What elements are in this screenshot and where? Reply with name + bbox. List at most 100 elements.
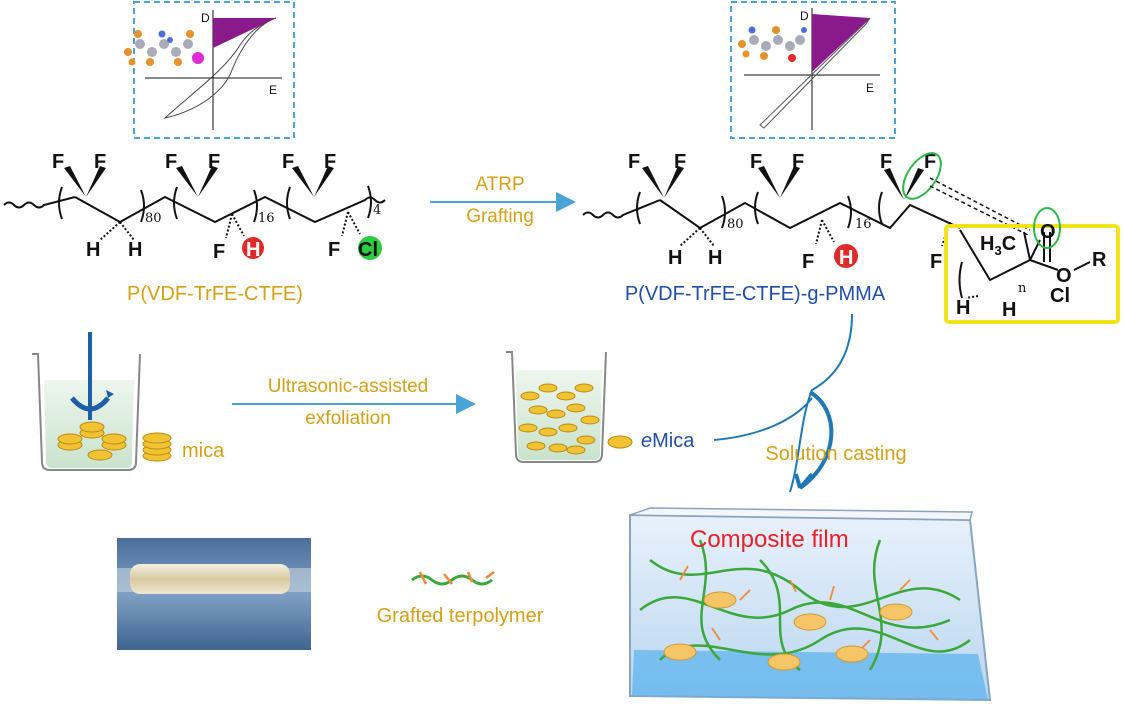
hash-bond: [225, 213, 233, 239]
d-axis-label: D: [800, 9, 809, 23]
polymer-to-casting-arrow: [789, 313, 853, 493]
emica-to-casting-arrow: [713, 397, 813, 441]
grafted-terpolymer-legend: Grafted terpolymer: [377, 571, 544, 627]
precursor-name: P(VDF-TrFE-CTFE): [127, 283, 303, 305]
bracket: [58, 186, 63, 220]
exfoliation-step: Ultrasonic-assisted exfoliation: [232, 376, 476, 429]
wedge-bond: [198, 166, 218, 197]
terpolymer-chain-icon: [411, 574, 493, 586]
step-label-atrp: ATRP: [475, 174, 524, 195]
dashed-interaction: [929, 177, 1031, 231]
bracket: [847, 195, 852, 229]
emica-beaker: eMica: [506, 351, 695, 463]
atom-h: H: [668, 247, 682, 269]
ester-bond: [1073, 261, 1091, 271]
atom-f: F: [792, 151, 804, 173]
e-axis-label: E: [269, 83, 277, 97]
wedge-bond: [780, 166, 800, 198]
hash-bond: [99, 221, 121, 241]
wedge-bond: [64, 166, 86, 197]
pmma-backbone: [959, 229, 1059, 282]
wedge-bond: [904, 168, 924, 200]
atom-f: F: [282, 151, 294, 173]
wedge-bond: [642, 166, 664, 198]
subscript-trfe: 16: [855, 217, 872, 232]
bracket: [636, 191, 641, 225]
green-circle-fluorine: [902, 152, 942, 200]
grafted-name: P(VDF-TrFE-CTFE)-g-PMMA: [625, 283, 886, 305]
wedge-bond: [86, 166, 106, 197]
emica-flake-icon: [607, 435, 633, 449]
atom-o: O: [1056, 265, 1072, 287]
wedge-bond: [292, 166, 314, 197]
wedge-bond: [664, 166, 684, 198]
hash-bond: [231, 213, 245, 237]
hysteresis-inset-left: D E: [124, 1, 295, 139]
inset-border: [730, 1, 896, 139]
atom-h: H: [128, 239, 142, 261]
atom-f: F: [628, 151, 640, 173]
atom-f: F: [52, 151, 64, 173]
subscript-ctfe: 4: [373, 203, 381, 218]
green-circle-oxygen: [1033, 207, 1061, 249]
atom-f: F: [213, 241, 225, 263]
mica-coins-icon: [57, 421, 127, 461]
casting-arrowhead-icon: [794, 390, 834, 490]
atom-f: F: [94, 151, 106, 173]
step-label-solution-casting: Solution casting: [765, 443, 906, 465]
atom-f: F: [924, 151, 936, 173]
hash-bond: [815, 219, 823, 245]
wedge-bond: [176, 166, 198, 197]
beaker-outline: [32, 353, 141, 471]
rolled-film: [130, 564, 290, 594]
emica-flakes: [518, 383, 600, 455]
atom-f: F: [674, 151, 686, 173]
atom-f: F: [165, 151, 177, 173]
bracket: [173, 186, 178, 220]
atom-h: H: [956, 297, 970, 319]
atom-f: F: [208, 151, 220, 173]
mica-flakes-in-film: [663, 591, 913, 671]
atom-h: H: [708, 247, 722, 269]
precursor-structure: F F H H 80 F F F H 16 F F F Cl 4 P(VDF-T…: [3, 151, 386, 305]
mica-beaker: mica: [32, 332, 225, 471]
casting-arrows: Solution casting: [713, 313, 907, 493]
film-photograph: [117, 538, 311, 650]
hash-bond: [699, 227, 715, 247]
e-axis-label: E: [866, 81, 874, 95]
subscript-trfe: 16: [258, 211, 275, 226]
energy-area: [812, 14, 870, 72]
bracket: [878, 191, 883, 225]
stir-arrow-icon: [70, 396, 110, 412]
methyl-group: H3C: [980, 233, 1016, 258]
bracket: [367, 185, 372, 219]
bracket: [140, 189, 145, 223]
atom-f: F: [802, 251, 814, 273]
atom-h: H: [1002, 299, 1016, 321]
bracket: [253, 189, 258, 223]
atom-o: O: [1040, 221, 1056, 243]
beaker-outline: [506, 351, 607, 463]
tray-rim: [629, 507, 973, 521]
graft-chains: [679, 565, 939, 651]
grafted-structure: F F H H 80 F F F H 16 F F F O O: [582, 151, 1120, 324]
d-axis-label: D: [201, 11, 210, 25]
bracket: [286, 186, 291, 220]
hash-bond: [347, 211, 361, 235]
emica-label: eMica: [641, 430, 695, 452]
atom-cl: Cl: [1050, 285, 1070, 307]
atom-f: F: [750, 151, 762, 173]
emica-prefix: e: [641, 430, 652, 452]
atom-f: F: [324, 151, 336, 173]
hydrogen-highlight-ball: [834, 244, 858, 268]
bracket: [721, 195, 726, 229]
atrp-step: ATRP Grafting: [430, 174, 576, 227]
emica-rest: Mica: [652, 430, 695, 452]
hash-bond: [679, 227, 701, 247]
polymer-network: [639, 539, 971, 671]
backbone: [74, 195, 386, 224]
wedge-bond: [314, 166, 334, 197]
subscript-vdf: 80: [727, 217, 744, 232]
